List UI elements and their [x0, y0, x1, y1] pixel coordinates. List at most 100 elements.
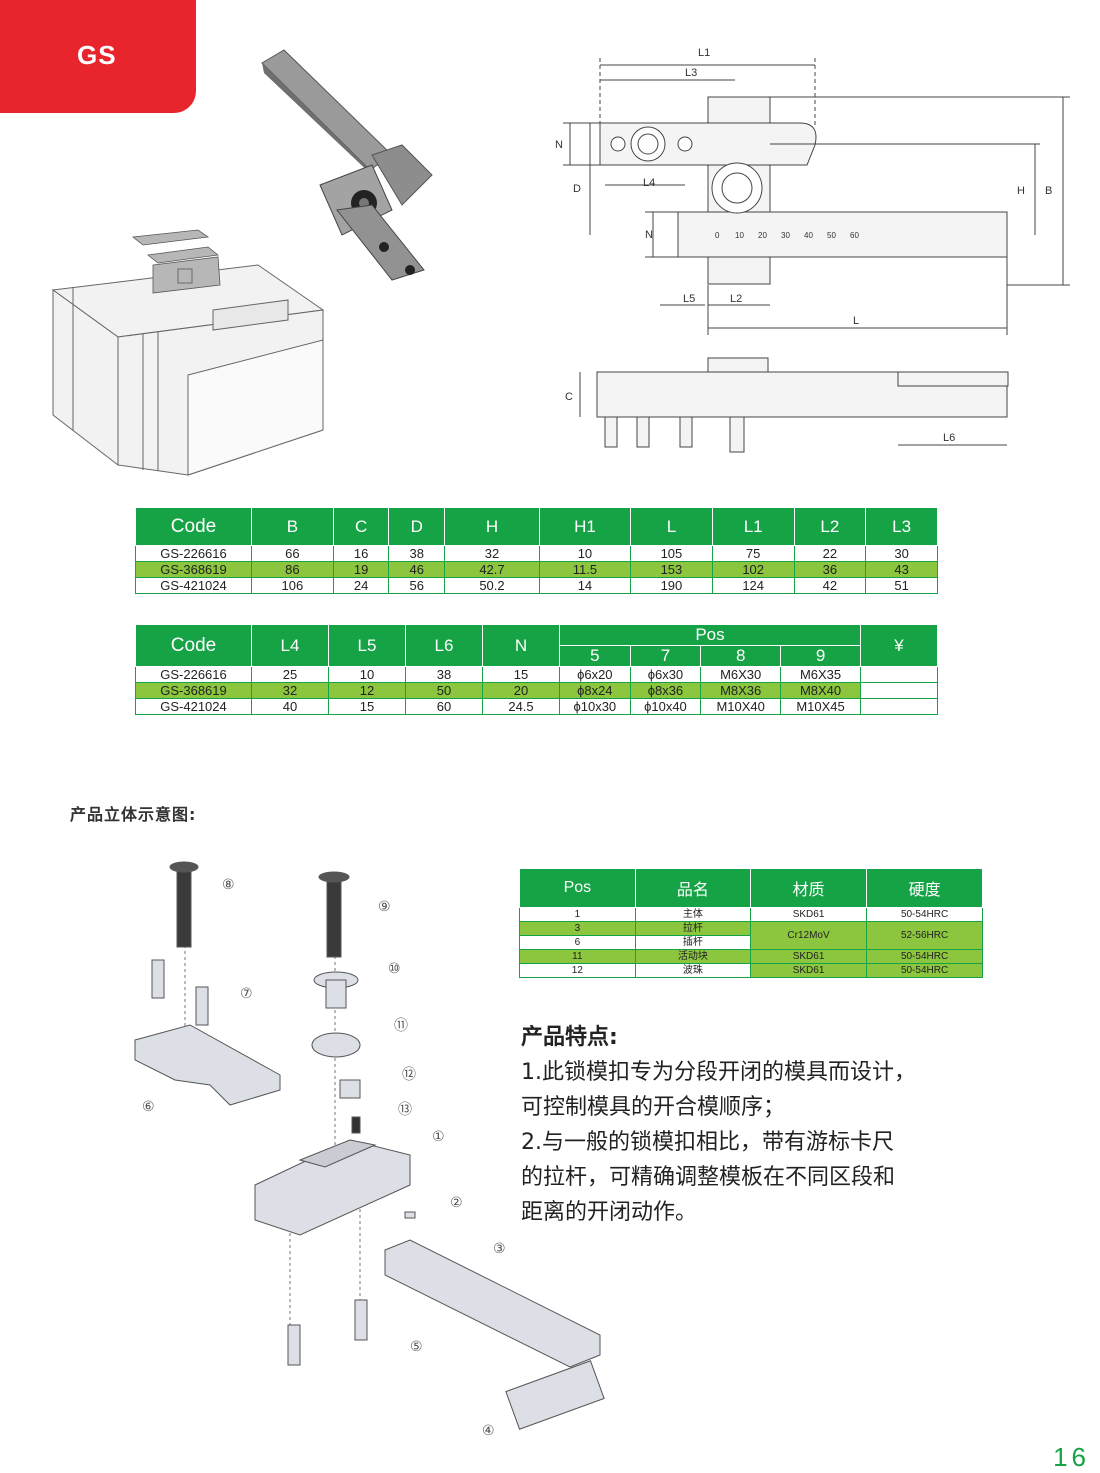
t1-header-7: L1 [711, 507, 795, 546]
table-cell: 36 [793, 561, 867, 578]
price-cell [860, 698, 938, 715]
exploded-view-diagram: ⑧ ⑨ ⑩ ⑦ ⑪ ⑥ ⑫ ⑬ ① ② ③ ⑤ ④ [134, 861, 605, 1439]
table-cell: 153 [630, 561, 713, 578]
t2-header-L5: L5 [328, 624, 406, 667]
t2-header-price: ¥ [860, 624, 938, 667]
section-tab: GS [0, 0, 196, 113]
dim-L3: L3 [685, 67, 697, 79]
table-cell: 190 [630, 577, 713, 594]
mat-name: 波珠 [634, 963, 751, 978]
scale-20: 20 [758, 231, 767, 240]
table-cell: 32 [444, 545, 540, 562]
table-cell: 38 [388, 545, 446, 562]
table-cell: GS-368619 [135, 561, 252, 578]
dim-L6: L6 [943, 432, 955, 444]
table-cell: 102 [711, 561, 795, 578]
mat-name: 插杆 [634, 935, 751, 950]
scale-40: 40 [804, 231, 813, 240]
t2-pos-8: 8 [700, 645, 782, 667]
table-cell: 75 [711, 545, 795, 562]
product-photo [261, 49, 433, 281]
table-cell: GS-226616 [135, 545, 252, 562]
table-cell: 10 [328, 666, 406, 683]
feature-line: 2.与一般的锁模扣相比，带有游标卡尺 [521, 1130, 894, 1155]
table-cell: 43 [865, 561, 938, 578]
callout-13: ⑬ [398, 1102, 412, 1118]
dim-L4: L4 [643, 177, 655, 189]
mat-material: SKD61 [749, 963, 868, 978]
t1-header-4: H [444, 507, 540, 546]
dim-L1: L1 [698, 47, 710, 59]
dim-L: L [853, 315, 859, 327]
t2-header-code: Code [135, 624, 252, 667]
table-cell: 32 [251, 682, 329, 699]
table-cell: 106 [251, 577, 334, 594]
scale-50: 50 [827, 231, 836, 240]
table-cell: 11.5 [538, 561, 632, 578]
table-cell: M6X30 [700, 666, 782, 683]
page-number: 16 [1053, 1442, 1090, 1472]
mat-pos: 12 [519, 963, 636, 978]
feature-line: 的拉杆，可精确调整模板在不同区段和 [521, 1165, 896, 1190]
table-cell: M8X40 [780, 682, 861, 699]
table-cell: GS-226616 [135, 666, 252, 683]
t1-header-2: C [332, 507, 390, 546]
table-cell: 15 [328, 698, 406, 715]
mat-header-hardness: 硬度 [866, 868, 983, 908]
dim-N2: N [645, 229, 653, 241]
table-cell: 40 [251, 698, 329, 715]
table-cell: 50 [405, 682, 483, 699]
mat-pos: 11 [519, 949, 636, 964]
t1-header-5: H1 [538, 507, 632, 546]
mat-pos: 1 [519, 907, 636, 922]
table-cell: M8X36 [700, 682, 782, 699]
table-cell: 22 [793, 545, 867, 562]
callout-3: ③ [493, 1241, 506, 1257]
price-cell [860, 666, 938, 683]
table-cell: 42.7 [444, 561, 540, 578]
callout-11: ⑪ [394, 1018, 408, 1034]
t1-header-3: D [388, 507, 446, 546]
mat-material: Cr12MoV [749, 921, 868, 950]
scale-0: 0 [715, 231, 720, 240]
table-cell: 14 [538, 577, 632, 594]
dim-H: H [1017, 185, 1025, 197]
mat-header-material: 材质 [749, 868, 868, 908]
t2-header-N: N [482, 624, 560, 667]
table-cell: 124 [711, 577, 795, 594]
table-cell: ϕ10x30 [559, 698, 631, 715]
table-cell: 46 [388, 561, 446, 578]
t2-header-L4: L4 [251, 624, 329, 667]
t1-header-9: L3 [865, 507, 938, 546]
scale-30: 30 [781, 231, 790, 240]
table-cell: M6X35 [780, 666, 861, 683]
table-cell: 19 [332, 561, 390, 578]
table-cell: 25 [251, 666, 329, 683]
callout-4: ④ [482, 1423, 495, 1439]
table-cell: 51 [865, 577, 938, 594]
table-cell: ϕ8x36 [629, 682, 702, 699]
table-cell: ϕ8x24 [559, 682, 631, 699]
t1-header-6: L [630, 507, 713, 546]
callout-5: ⑤ [410, 1339, 423, 1355]
mat-name: 拉杆 [634, 921, 751, 936]
table-cell: 105 [630, 545, 713, 562]
table-cell: 24.5 [482, 698, 560, 715]
callout-8: ⑧ [222, 877, 235, 893]
table-cell: M10X40 [700, 698, 782, 715]
scale-60: 60 [850, 231, 859, 240]
table-cell: 24 [332, 577, 390, 594]
dim-L5: L5 [683, 293, 695, 305]
price-cell [860, 682, 938, 699]
dim-D: D [573, 183, 581, 195]
technical-drawing: L1 L3 N D L4 H B N L5 L2 L C L6 0 10 20 … [555, 47, 1070, 453]
table-cell: ϕ6x30 [629, 666, 702, 683]
table-cell: ϕ6x20 [559, 666, 631, 683]
materials-table: Pos 品名 材质 硬度 1 主体 SKD61 50-54HRC 3 拉杆 Cr… [519, 868, 983, 978]
